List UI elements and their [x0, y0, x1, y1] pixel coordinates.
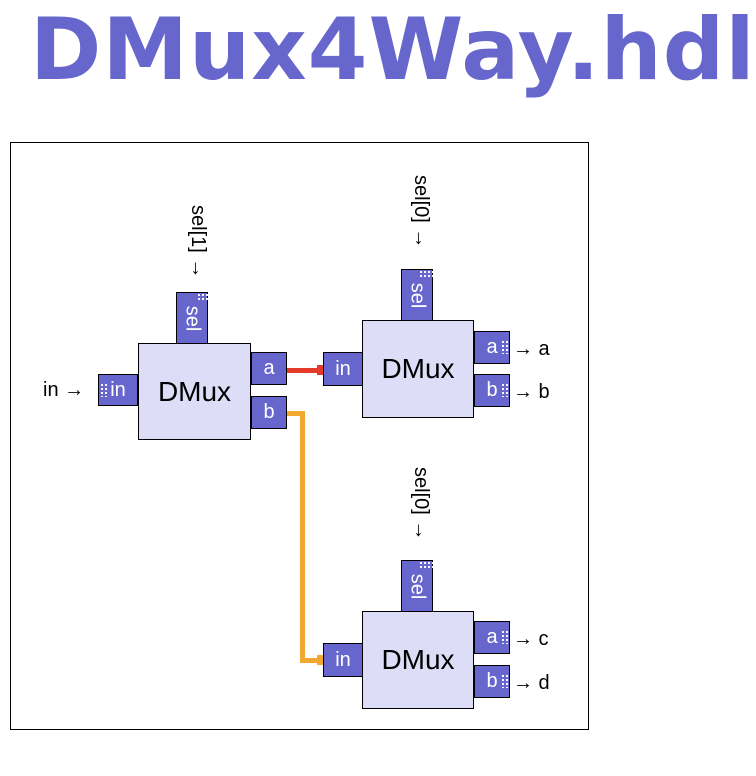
top-dmux-in-pin: in	[323, 352, 363, 386]
top-dmux-sel-pin: sel	[401, 269, 433, 321]
top-dmux-chip: DMux	[362, 320, 474, 418]
wire-b-connector	[317, 655, 325, 665]
output-a-label: → a	[513, 338, 550, 360]
output-d-label: → d	[513, 672, 550, 694]
first-dmux-b-pin: b	[251, 396, 287, 429]
bottom-b-dots	[501, 674, 509, 688]
diagram-frame: in → in sel[1] → sel DMux a b sel[0] → s…	[10, 142, 589, 730]
sel1-label: sel[1] →	[187, 205, 209, 279]
output-c-label: → c	[513, 628, 549, 650]
first-sel-dots	[197, 293, 211, 301]
page-title: DMux4Way.hdl	[30, 0, 756, 100]
first-dmux-chip: DMux	[138, 343, 251, 440]
bottom-dmux-in-pin: in	[323, 643, 363, 677]
top-b-dots	[501, 383, 509, 397]
bottom-a-dots	[501, 630, 509, 644]
bottom-sel-dots	[419, 561, 433, 569]
wire-b-to-bottom	[300, 658, 323, 663]
first-in-dots	[100, 383, 108, 397]
bottom-dmux-chip: DMux	[362, 611, 474, 709]
top-sel-dots	[419, 270, 433, 278]
wire-b-vertical	[300, 411, 305, 663]
first-dmux-a-pin: a	[251, 352, 287, 385]
wire-a-connector	[317, 365, 325, 375]
input-label: in →	[43, 379, 85, 401]
wire-a-to-top	[287, 368, 323, 373]
top-a-dots	[501, 340, 509, 354]
wire-b-horizontal	[287, 411, 305, 416]
sel0-bottom-label: sel[0] →	[410, 467, 432, 541]
sel0-top-label: sel[0] →	[410, 175, 432, 249]
output-b-label: → b	[513, 381, 550, 403]
